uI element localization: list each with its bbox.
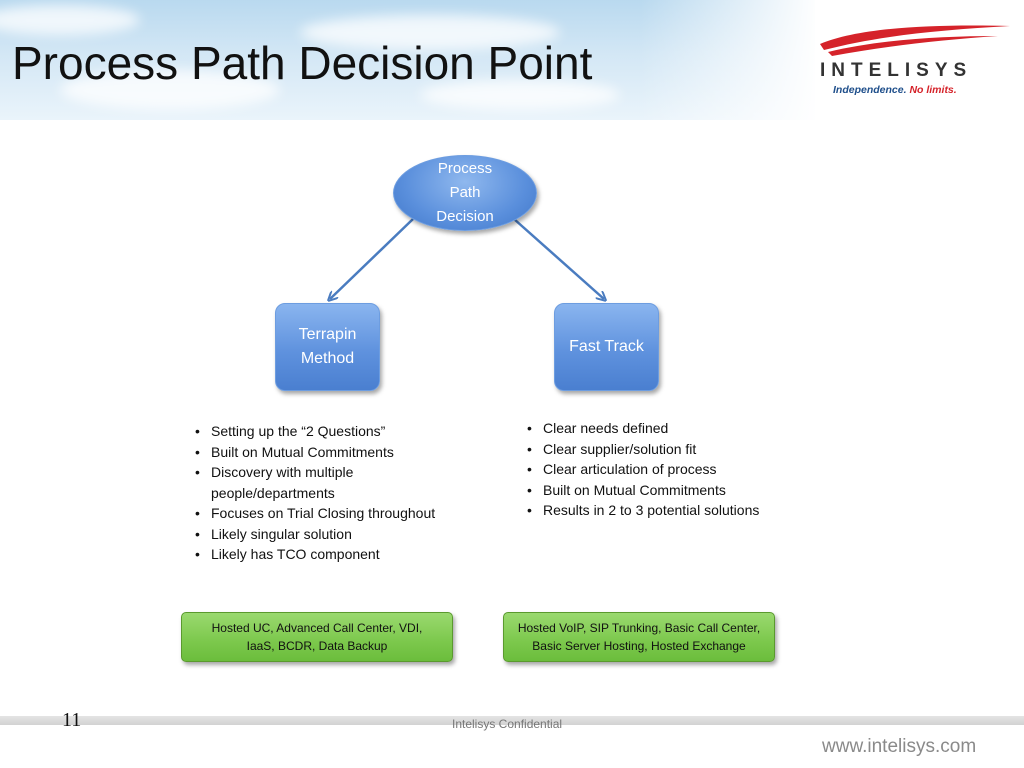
list-item: Setting up the “2 Questions” (193, 421, 443, 442)
logo-wordmark: INTELISYS (820, 60, 973, 81)
page-number: 11 (62, 709, 82, 731)
terrapin-solutions-box: Hosted UC, Advanced Call Center, VDI, Ia… (181, 612, 453, 662)
fast-track-bullet-list: Clear needs defined Clear supplier/solut… (525, 418, 825, 521)
list-item: Results in 2 to 3 potential solutions (525, 500, 825, 521)
intelisys-swoosh-icon (820, 25, 1010, 56)
terrapin-solutions-text: Hosted UC, Advanced Call Center, VDI, Ia… (211, 621, 423, 653)
slide-title: Process Path Decision Point (12, 37, 593, 89)
fast-track-solutions-box: Hosted VoIP, SIP Trunking, Basic Call Ce… (503, 612, 775, 662)
list-item: Built on Mutual Commitments (525, 480, 825, 501)
logo-tagline: Independence. No limits. (833, 84, 957, 96)
fast-track-solutions-text: Hosted VoIP, SIP Trunking, Basic Call Ce… (517, 621, 761, 653)
list-item: Likely singular solution (193, 524, 443, 545)
footer-bar (0, 716, 1024, 725)
terrapin-method-label: Terrapin Method (298, 326, 357, 367)
list-item: Discovery with multiple people/departmen… (193, 462, 443, 503)
decision-node: Process Path Decision (393, 155, 537, 231)
header-fade (640, 0, 820, 120)
list-item: Focuses on Trial Closing throughout (193, 503, 443, 524)
terrapin-bullet-list: Setting up the “2 Questions” Built on Mu… (193, 421, 443, 565)
arrow-to-terrapin (330, 218, 414, 299)
list-item: Clear needs defined (525, 418, 825, 439)
list-item: Built on Mutual Commitments (193, 442, 443, 463)
website-url: www.intelisys.com (822, 736, 977, 757)
fast-track-node: Fast Track (554, 303, 659, 391)
list-item: Likely has TCO component (193, 544, 443, 565)
confidential-label: Intelisys Confidential (452, 717, 563, 731)
decision-node-label: Process Path Decision (436, 160, 494, 225)
terrapin-method-node: Terrapin Method (275, 303, 380, 391)
slide-header: Process Path Decision Point INTELISYS In… (0, 0, 1024, 120)
tagline-red: No limits. (909, 84, 957, 96)
tagline-blue: Independence. (833, 84, 907, 96)
list-item: Clear articulation of process (525, 459, 825, 480)
fast-track-label: Fast Track (569, 338, 644, 355)
arrow-to-fast-track (513, 218, 604, 299)
list-item: Clear supplier/solution fit (525, 439, 825, 460)
